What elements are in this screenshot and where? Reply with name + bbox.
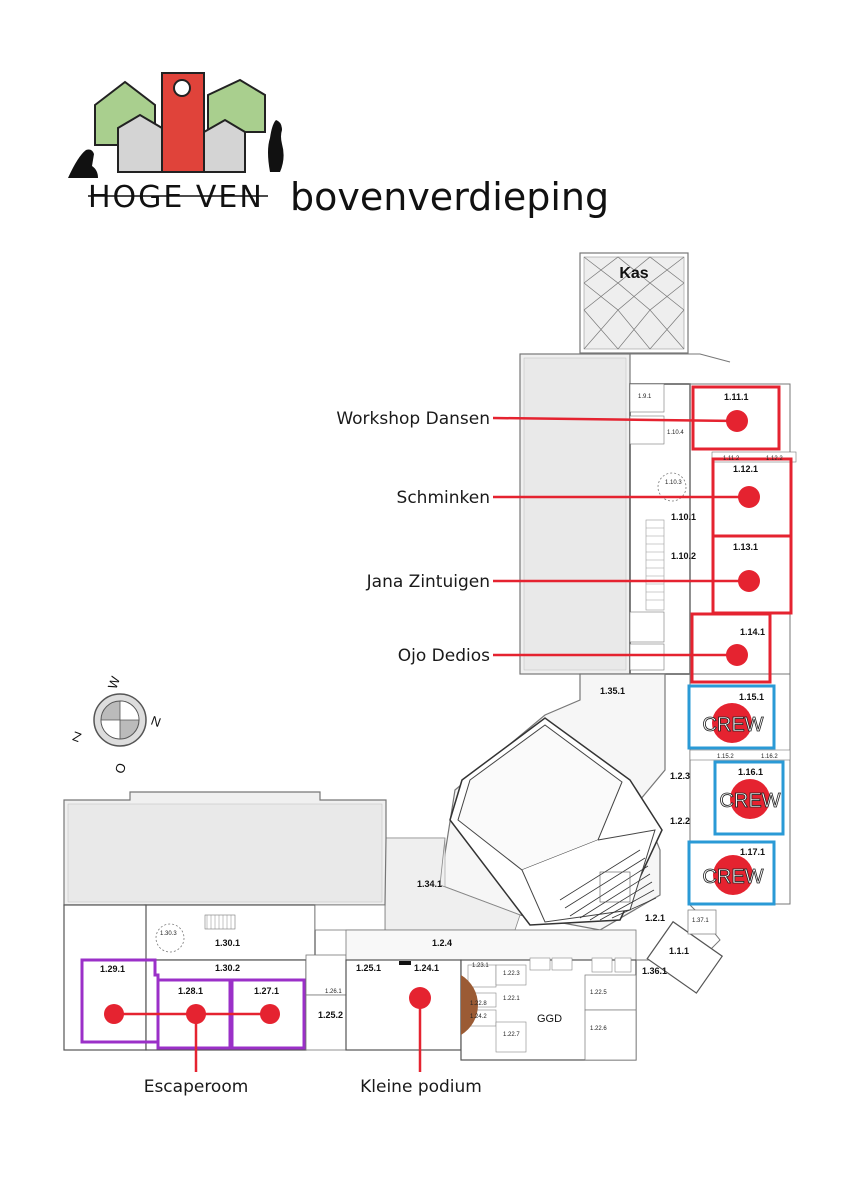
- logo-tower-window: [173, 79, 191, 97]
- room-number: 1.22.8: [470, 1001, 487, 1007]
- label-jana-zintuigen: Jana Zintuigen: [366, 572, 490, 592]
- label-workshop-dansen: Workshop Dansen: [336, 409, 490, 429]
- greenhouse-label: Kas: [619, 265, 648, 282]
- room-number: 1.22.5: [590, 990, 607, 996]
- room-number: 1.37.1: [692, 918, 709, 924]
- room-number: 1.24.2: [470, 1014, 487, 1020]
- room-number: 1.36.1: [642, 966, 667, 976]
- label-schminken: Schminken: [397, 488, 490, 508]
- room-number: 1.10.1: [671, 512, 696, 522]
- marker-jana-zintuigen: [738, 570, 760, 592]
- crew-room-1-16-1-outline: [713, 760, 785, 836]
- crew-label-1-16-1: CREW: [719, 790, 780, 812]
- room-number: 1.14.1: [740, 627, 765, 637]
- room-number: 1.25.1: [356, 963, 381, 973]
- room-number: 1.1.1: [669, 946, 689, 956]
- room-number: 1.24.1: [414, 963, 439, 973]
- logo-grey-house-left: [117, 113, 163, 173]
- room-1-11-1-outline: [691, 385, 781, 451]
- room-number: 1.13.1: [733, 542, 758, 552]
- room-number: 1.22.7: [503, 1032, 520, 1038]
- room-number: 1.28.1: [178, 986, 203, 996]
- crew-rooms: CREW CREW CREW: [687, 684, 785, 906]
- room-number: 1.26.1: [325, 989, 342, 995]
- page-title: bovenverdieping: [290, 175, 609, 219]
- callout-line-workshop-dansen: [492, 416, 738, 423]
- logo-reading-child-silhouette: [68, 149, 98, 178]
- compass-n: N: [149, 713, 163, 730]
- compass-z: Z: [70, 728, 83, 745]
- hoge-ven-logo: HOGE VEN: [68, 72, 284, 215]
- room-number: 1.2.3: [670, 771, 690, 781]
- room-number: 1.12.1: [733, 464, 758, 474]
- marker-kleine-podium: [409, 987, 431, 1009]
- compass: W N O Z: [70, 674, 163, 776]
- room-number-ggd: GGD: [537, 1013, 562, 1025]
- room-number: 1.17.1: [740, 847, 765, 857]
- room-number: 1.30.2: [215, 963, 240, 973]
- room-number: 1.12.2: [766, 456, 783, 462]
- room-number: 1.11.1: [724, 392, 749, 402]
- room-number: 1.11.2: [723, 456, 740, 462]
- west-wing: [63, 791, 387, 1051]
- marker-ojo-dedios: [726, 644, 748, 666]
- room-number: 1.2.1: [645, 913, 665, 923]
- room-numbers: 1.11.1 1.12.1 1.13.1 1.14.1 1.15.1 1.16.…: [100, 392, 783, 1038]
- crew-marker-1-17-1: [713, 855, 753, 895]
- room-1-29-1-outline: [80, 958, 160, 1044]
- crew-marker-1-16-1: [730, 779, 770, 819]
- label-escaperoom: Escaperoom: [144, 1077, 249, 1097]
- activity-labels: Workshop Dansen Schminken Jana Zintuigen…: [144, 409, 490, 1097]
- room-number: 1.16.1: [738, 767, 763, 777]
- kleine-podium-stage: [461, 975, 478, 1035]
- room-number: 1.34.1: [417, 879, 442, 889]
- room-number: 1.10.4: [667, 430, 684, 436]
- room-1-14-1-outline: [690, 612, 772, 684]
- callouts: [104, 410, 760, 1072]
- room-number: 1.10.2: [671, 551, 696, 561]
- room-number: 1.22.3: [503, 971, 520, 977]
- label-ojo-dedios: Ojo Dedios: [398, 646, 490, 666]
- room-number: 1.25.2: [318, 1010, 343, 1020]
- room-number: 1.2.4: [432, 938, 452, 948]
- crew-label-1-17-1: CREW: [702, 866, 763, 888]
- room-number: 1.30.1: [215, 938, 240, 948]
- activity-rooms: [690, 385, 793, 684]
- compass-w: W: [105, 674, 124, 691]
- crew-room-1-17-1-outline: [687, 840, 776, 906]
- room-number: 1.27.1: [254, 986, 279, 996]
- marker-escaperoom-1-28-1: [186, 1004, 206, 1024]
- marker-escaperoom-1-29-1: [104, 1004, 124, 1024]
- crew-room-1-15-1-outline: [687, 684, 776, 750]
- room-number: 1.22.1: [503, 996, 520, 1002]
- room-number: 1.15.1: [739, 692, 764, 702]
- room-number: 1.2.2: [670, 816, 690, 826]
- room-number: 1.16.2: [761, 754, 778, 760]
- logo-standing-child-silhouette: [268, 120, 284, 172]
- central-hall: [439, 673, 666, 931]
- label-kleine-podium: Kleine podium: [360, 1077, 482, 1097]
- room-number: 1.22.6: [590, 1026, 607, 1032]
- east-wing: [519, 353, 797, 905]
- room-number: 1.35.1: [600, 686, 625, 696]
- logo-text: HOGE VEN: [88, 180, 264, 215]
- marker-workshop-dansen: [726, 410, 748, 432]
- room-number: 1.30.3: [160, 931, 177, 937]
- marker-escaperoom-1-27-1: [260, 1004, 280, 1024]
- room-number: 1.10.3: [665, 480, 682, 486]
- logo-green-house-right: [207, 78, 266, 133]
- marker-schminken: [738, 486, 760, 508]
- compass-o: O: [112, 761, 130, 776]
- room-number: 1.15.2: [717, 754, 734, 760]
- crew-label-1-15-1: CREW: [702, 714, 763, 736]
- room-number: 1.29.1: [100, 964, 125, 974]
- room-number: 1.23.1: [472, 963, 489, 969]
- crew-marker-1-15-1: [712, 703, 752, 743]
- room-number: 1.9.1: [638, 394, 652, 400]
- greenhouse: Kas: [579, 252, 689, 354]
- logo-grey-house-right: [203, 118, 246, 173]
